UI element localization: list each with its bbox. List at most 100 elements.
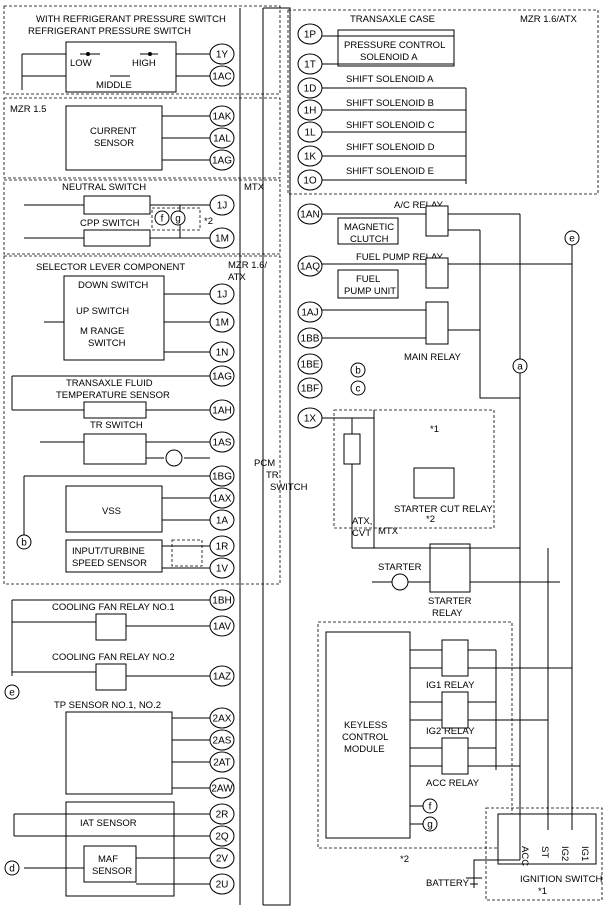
pin-label: b <box>355 366 361 377</box>
pin-a-a: a <box>512 358 528 374</box>
pin-1ak: 1AK <box>209 105 235 127</box>
pin-c-a: c <box>350 380 366 396</box>
pin-label: 1A <box>216 516 229 527</box>
mtx-label: MTX <box>244 182 265 193</box>
pin-2r: 2R <box>209 803 235 825</box>
ig1-label: IG1 <box>579 846 590 861</box>
pin-label: f <box>429 802 432 813</box>
pin-1m-b: 1M <box>209 311 235 333</box>
pin-label: d <box>9 864 15 875</box>
atx-cvt-label-1: ATX, <box>352 516 372 527</box>
pin-label: 2AT <box>213 758 231 769</box>
pin-label: 2V <box>216 854 229 865</box>
pin-label: 1AK <box>213 112 232 123</box>
note1b-label: *1 <box>538 886 547 897</box>
pcm-pins: 1Y1AC1AK1AL1AG1J1M1J1M1N1AG1AH1AS1BG1AX1… <box>4 23 580 895</box>
pin-1ag-a: 1AG <box>209 149 235 171</box>
cpp-switch-label: CPP SWITCH <box>80 218 140 229</box>
sse-label: SHIFT SOLENOID E <box>346 166 434 177</box>
pin-label: 1BF <box>301 384 319 395</box>
acc-relay-label: ACC RELAY <box>426 778 480 789</box>
pin-1bg: 1BG <box>209 465 235 487</box>
kcm-connectors <box>410 805 424 825</box>
starter-cut-section: TR SWITCH *1 STARTER CUT RELAY *2 ATX, C… <box>266 409 495 548</box>
note2c-label: *2 <box>400 854 409 865</box>
mzr16-atx-label-2: ATX <box>228 272 246 283</box>
pin-label: 1H <box>304 106 317 117</box>
mag-clutch-label-2: CLUTCH <box>350 234 389 245</box>
pin-2v: 2V <box>209 847 235 869</box>
pin-1m-a: 1M <box>209 227 235 249</box>
pin-label: 1M <box>215 234 229 245</box>
pin-2u: 2U <box>209 873 235 895</box>
current-sensor: MZR 1.5 CURRENT SENSOR <box>10 104 210 171</box>
mtx-r-label: MTX <box>378 526 399 537</box>
low-label: LOW <box>70 58 92 69</box>
pin-g-a: g <box>170 210 186 226</box>
kcm-label-1: KEYLESS <box>344 720 387 731</box>
pin-label: 1Y <box>216 50 229 61</box>
refrigerant-switch-label: REFRIGERANT PRESSURE SWITCH <box>28 26 191 37</box>
ignition-battery: IGNITION SWITCH *1 ACC ST IG2 IG1 BATTER… <box>426 214 602 901</box>
pin-label: 1T <box>304 60 316 71</box>
tp-sensor: TP SENSOR NO.1, NO.2 <box>54 700 210 795</box>
maf-label-1: MAF <box>98 854 118 865</box>
pin-label: 2Q <box>215 832 229 843</box>
pin-f-a: f <box>154 210 170 226</box>
pin-label: 1AQ <box>300 262 320 273</box>
starter-relay-label-2: RELAY <box>432 608 463 619</box>
cooling-fan-1-label: COOLING FAN RELAY NO.1 <box>52 602 175 613</box>
pin-f-b: f <box>422 798 438 814</box>
pin-1t: 1T <box>297 53 323 75</box>
ac-relay-label: A/C RELAY <box>394 200 444 211</box>
up-switch-label: UP SWITCH <box>76 306 129 317</box>
transaxle-case: TRANSAXLE CASE MZR 1.6/ATX PRESSURE CONT… <box>287 9 599 195</box>
pin-label: 1M <box>215 318 229 329</box>
pin-label: 1AJ <box>301 308 318 319</box>
current-sensor-label-2: SENSOR <box>94 138 134 149</box>
keyless-control-section: KEYLESS CONTROL MODULE IG1 RELAY IG2 REL… <box>317 621 572 865</box>
high-label: HIGH <box>132 58 156 69</box>
pin-1a: 1A <box>209 509 235 531</box>
pin-b-a: b <box>350 362 366 378</box>
pin-label: 1AC <box>212 72 231 83</box>
ssb-label: SHIFT SOLENOID B <box>346 98 434 109</box>
pin-label: 1X <box>304 414 317 425</box>
battery-label: BATTERY <box>426 878 470 889</box>
tfts-tr-switch: TRANSAXLE FLUID TEMPERATURE SENSOR TR SW… <box>11 375 275 469</box>
with-refrigerant-label: WITH REFRIGERANT PRESSURE SWITCH <box>36 14 226 25</box>
kcm-label-2: CONTROL <box>342 732 388 743</box>
starter-cut-label: STARTER CUT RELAY <box>394 504 493 515</box>
its-label-2: SPEED SENSOR <box>72 558 147 569</box>
pin-2at: 2AT <box>209 751 235 773</box>
starter-label: STARTER <box>378 562 422 573</box>
pin-g-b: g <box>422 816 438 832</box>
pin-1as: 1AS <box>209 431 235 453</box>
pin-label: 1AN <box>300 210 319 221</box>
note2-label: *2 <box>204 216 213 227</box>
pin-label: 1BH <box>212 596 231 607</box>
pin-1k: 1K <box>297 145 323 167</box>
transaxle-case-label: TRANSAXLE CASE <box>350 14 435 25</box>
pin-label: 2AW <box>211 784 233 795</box>
pin-1r: 1R <box>209 535 235 557</box>
pin-label: 1AZ <box>213 672 231 683</box>
pin-label: 1BE <box>301 360 320 371</box>
m-range-label-2: SWITCH <box>88 338 126 349</box>
pin-1x: 1X <box>297 407 323 429</box>
pin-1al: 1AL <box>209 127 235 149</box>
selector-lever-label: SELECTOR LEVER COMPONENT <box>36 262 185 273</box>
pin-label: 1O <box>303 176 317 187</box>
pin-label: g <box>175 214 181 225</box>
pin-label: 1AX <box>213 494 232 505</box>
pin-1h: 1H <box>297 99 323 121</box>
main-relay-label: MAIN RELAY <box>404 352 462 363</box>
pin-label: 1L <box>304 128 316 139</box>
m-range-label-1: M RANGE <box>80 326 124 337</box>
pin-label: 1BG <box>212 472 232 483</box>
mzr16atx-label: MZR 1.6/ATX <box>520 14 577 25</box>
fuel-pump-relay-label: FUEL PUMP RELAY <box>356 252 444 263</box>
pin-label: 1J <box>217 201 228 212</box>
pin-1o: 1O <box>297 169 323 191</box>
